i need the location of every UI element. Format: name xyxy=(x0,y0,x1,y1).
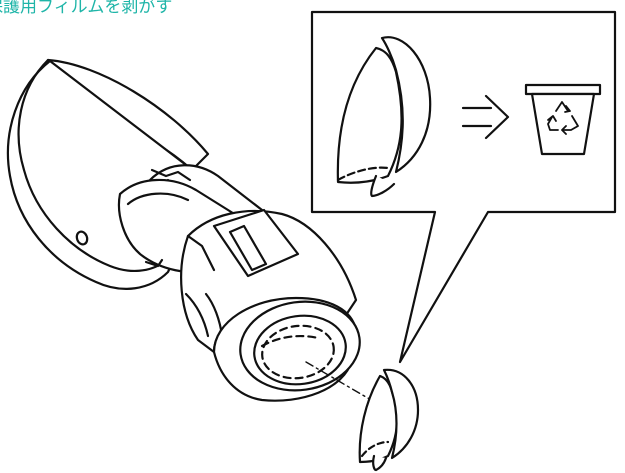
instruction-caption: 保護用フィルムを剥がす xyxy=(0,0,173,17)
camera-icon xyxy=(6,58,361,402)
peel-guide-line xyxy=(305,361,379,405)
callout-bubble xyxy=(310,10,617,364)
peeled-film-icon xyxy=(358,368,420,472)
recycle-bin-icon xyxy=(524,83,602,156)
arrow-right-icon xyxy=(461,94,510,140)
callout-film-icon xyxy=(336,36,432,198)
